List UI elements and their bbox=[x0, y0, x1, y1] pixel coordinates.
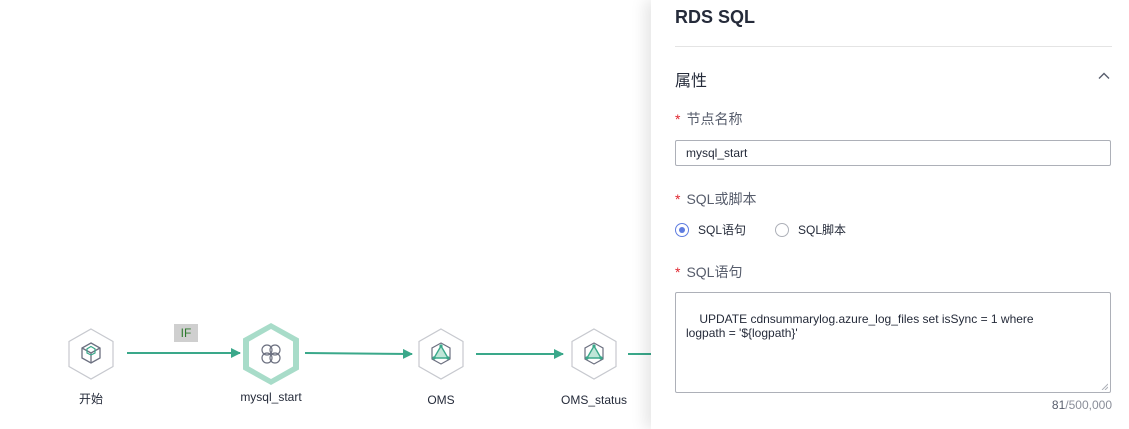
chevron-up-icon[interactable] bbox=[1097, 69, 1111, 83]
panel-title: RDS SQL bbox=[675, 7, 756, 27]
sql-statement-label: * SQL语句 bbox=[675, 262, 742, 282]
properties-panel: RDS SQL 属性 * 节点名称 mysql_start * SQL或脚本 SQL… bbox=[651, 0, 1129, 429]
resize-grip-icon[interactable] bbox=[1101, 383, 1108, 390]
radio-circle-checked[interactable] bbox=[675, 222, 689, 237]
node-mysql-start-label: mysql_start bbox=[240, 390, 302, 404]
triangle-network-icon bbox=[431, 342, 451, 365]
node-name-label: * 节点名称 bbox=[675, 109, 742, 129]
char-counter: 81/500,000 bbox=[1052, 398, 1112, 412]
sql-source-label-text: SQL或脚本 bbox=[686, 191, 757, 207]
triangle-network-icon bbox=[584, 342, 604, 365]
node-mysql-start[interactable] bbox=[241, 322, 301, 386]
node-start[interactable] bbox=[66, 327, 116, 381]
section-title-properties[interactable]: 属性 bbox=[675, 73, 708, 90]
edges-layer bbox=[127, 348, 651, 359]
sql-statement-textarea[interactable]: UPDATE cdnsummarylog.azure_log_files set… bbox=[675, 292, 1111, 393]
edge-condition-badge[interactable]: IF bbox=[174, 324, 198, 342]
node-oms[interactable] bbox=[416, 327, 466, 381]
required-asterisk: * bbox=[675, 191, 681, 207]
rds-sql-icon bbox=[261, 344, 281, 364]
edge-mysql-to-oms[interactable] bbox=[304, 348, 413, 359]
radio-sql-statement[interactable]: SQL语句 bbox=[675, 221, 746, 238]
sql-statement-text: UPDATE cdnsummarylog.azure_log_files set… bbox=[686, 312, 1034, 340]
panel-divider bbox=[675, 46, 1112, 47]
node-name-label-text: 节点名称 bbox=[686, 111, 743, 127]
radio-sql-statement-label: SQL语句 bbox=[698, 223, 747, 237]
node-oms-status-label: OMS_status bbox=[560, 393, 628, 407]
required-asterisk: * bbox=[675, 264, 681, 280]
node-name-input[interactable]: mysql_start bbox=[675, 140, 1111, 166]
char-count: 81 bbox=[1051, 398, 1066, 412]
node-start-label: 开始 bbox=[78, 392, 103, 406]
sql-statement-label-text: SQL语句 bbox=[686, 264, 743, 280]
radio-sql-script-label: SQL脚本 bbox=[798, 223, 847, 237]
node-oms-label: OMS bbox=[427, 393, 455, 407]
required-asterisk: * bbox=[675, 111, 681, 127]
sql-source-label: * SQL或脚本 bbox=[675, 189, 756, 209]
node-oms-status[interactable] bbox=[569, 327, 619, 381]
radio-circle-unchecked[interactable] bbox=[775, 222, 789, 237]
workflow-canvas[interactable]: IF 开始 mysql_start bbox=[0, 0, 651, 429]
radio-sql-script[interactable]: SQL脚本 bbox=[775, 221, 846, 238]
char-max: /500,000 bbox=[1065, 398, 1112, 412]
